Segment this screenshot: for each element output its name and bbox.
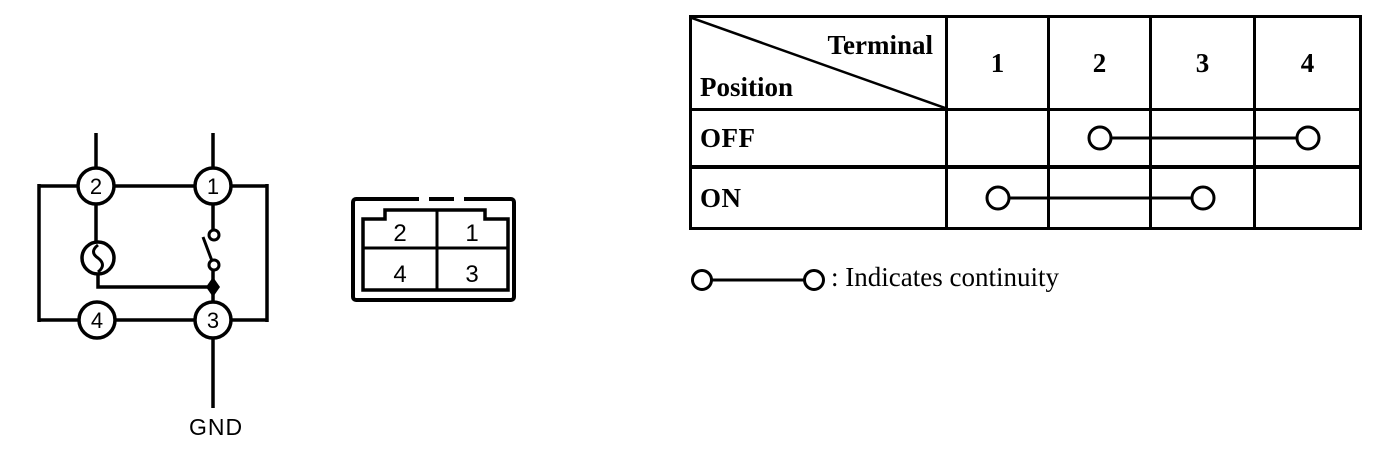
- terminal-1-node: [193, 166, 233, 206]
- ground-label: GND: [189, 414, 243, 440]
- wire: [96, 272, 213, 289]
- terminal-column-header-3: 3: [1152, 18, 1256, 111]
- terminal-4-label: 4: [91, 308, 103, 333]
- continuity-terminal-circle: [1087, 125, 1112, 151]
- pin-1-label: 1: [465, 220, 478, 247]
- continuity-line-segment: [1252, 136, 1308, 140]
- terminal-4-node: [77, 300, 117, 340]
- housing-notch: [454, 195, 464, 203]
- switch-blade: [201, 236, 214, 262]
- continuity-line-segment: [1099, 136, 1153, 140]
- terminal-2-label: 2: [90, 174, 102, 199]
- connector-pinout: 2 1 4 3: [351, 195, 516, 302]
- continuity-terminal-circle: [1295, 125, 1320, 151]
- terminal-nodes: 2 1 4 3: [76, 166, 233, 340]
- lamp-filament: [92, 243, 104, 274]
- circuit-diagram: 2 1 4 3 GND: [37, 133, 269, 440]
- terminal-column-header-1: 1: [948, 18, 1050, 111]
- terminal-2-node: [76, 166, 116, 206]
- pin-4-label: 4: [393, 261, 406, 288]
- housing-notch: [419, 195, 429, 203]
- terminal-cell: [1256, 169, 1359, 227]
- continuity-line-segment: [1046, 196, 1153, 200]
- terminal-cell: [1252, 111, 1359, 169]
- legend-label: : Indicates continuity: [831, 262, 1059, 292]
- pin-3-label: 3: [465, 261, 478, 288]
- circuit-wires: [37, 133, 269, 408]
- terminal-column-header-2: 2: [1050, 18, 1152, 111]
- continuity-table: Terminal Position 1 2 3 4 OFF ON: [689, 15, 1362, 230]
- switch-icon: [201, 228, 221, 297]
- terminal-cell: [948, 111, 1050, 169]
- continuity-terminal-circle: [1190, 185, 1215, 211]
- terminal-3-label: 3: [207, 308, 219, 333]
- connector-housing: [351, 197, 516, 302]
- switch-contact-upper: [207, 228, 221, 242]
- lamp-icon: [80, 240, 116, 276]
- terminal-3-node: [193, 300, 233, 340]
- continuity-legend: : Indicates continuity: [690, 262, 1059, 293]
- terminal-cell: [948, 169, 1051, 227]
- table-corner-cell: Terminal Position: [692, 18, 948, 111]
- position-header-label: Position: [700, 72, 794, 102]
- continuity-line-segment: [997, 196, 1051, 200]
- pin-block-outline: [361, 208, 510, 292]
- position-on-label: ON: [692, 169, 948, 227]
- terminal-column-header-4: 4: [1256, 18, 1359, 111]
- pin-2-label: 2: [393, 220, 406, 247]
- corner-diagonal-line: [692, 18, 945, 108]
- continuity-symbol-icon: [691, 268, 825, 291]
- switch-contact-lower: [207, 258, 221, 272]
- terminal-cell: [1148, 111, 1257, 169]
- terminal-1-label: 1: [207, 174, 219, 199]
- continuity-line-segment: [1148, 196, 1203, 200]
- continuity-terminal-circle: [985, 185, 1010, 211]
- junction-dot: [206, 277, 220, 297]
- terminal-cell: [1046, 169, 1153, 227]
- terminal-header-label: Terminal: [827, 30, 933, 60]
- terminal-cell: [1050, 111, 1153, 169]
- position-off-label: OFF: [692, 111, 948, 169]
- terminal-cell: [1148, 169, 1256, 227]
- continuity-line-segment: [1148, 136, 1257, 140]
